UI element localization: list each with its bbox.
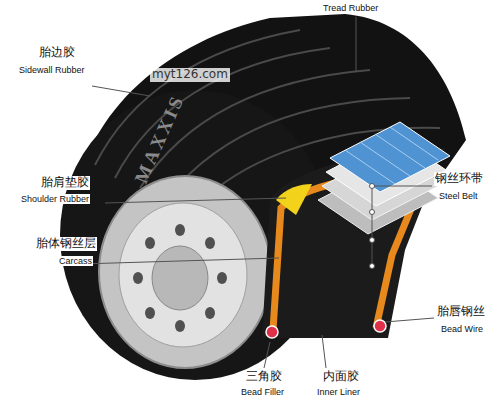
part-label: Tread Rubber [322, 3, 379, 13]
part-label: Sidewall Rubber [18, 65, 86, 75]
leader-dots [370, 184, 375, 269]
part-label: Inner Liner [316, 387, 361, 397]
part-label: 胎肩垫胶 [40, 176, 90, 190]
part-label: 钢丝环带 [434, 172, 484, 186]
leader-lines [80, 17, 434, 368]
part-label: Bead Wire [440, 324, 484, 334]
wheel-rim [99, 176, 271, 368]
part-label: Shoulder Rubber [20, 194, 90, 204]
part-label: 胎唇钢丝 [436, 305, 486, 319]
part-label: 内面胶 [322, 370, 360, 384]
part-label: Steel Belt [438, 191, 479, 201]
cross-section [262, 122, 450, 338]
watermark: myt126.com [150, 68, 230, 82]
part-label: Bead Filler [240, 387, 285, 397]
part-label: 三角胶 [245, 370, 283, 384]
part-label: 胎边胶 [38, 46, 76, 60]
part-label: Carcass [58, 256, 93, 266]
part-label: 胎体钢丝层 [35, 237, 97, 251]
